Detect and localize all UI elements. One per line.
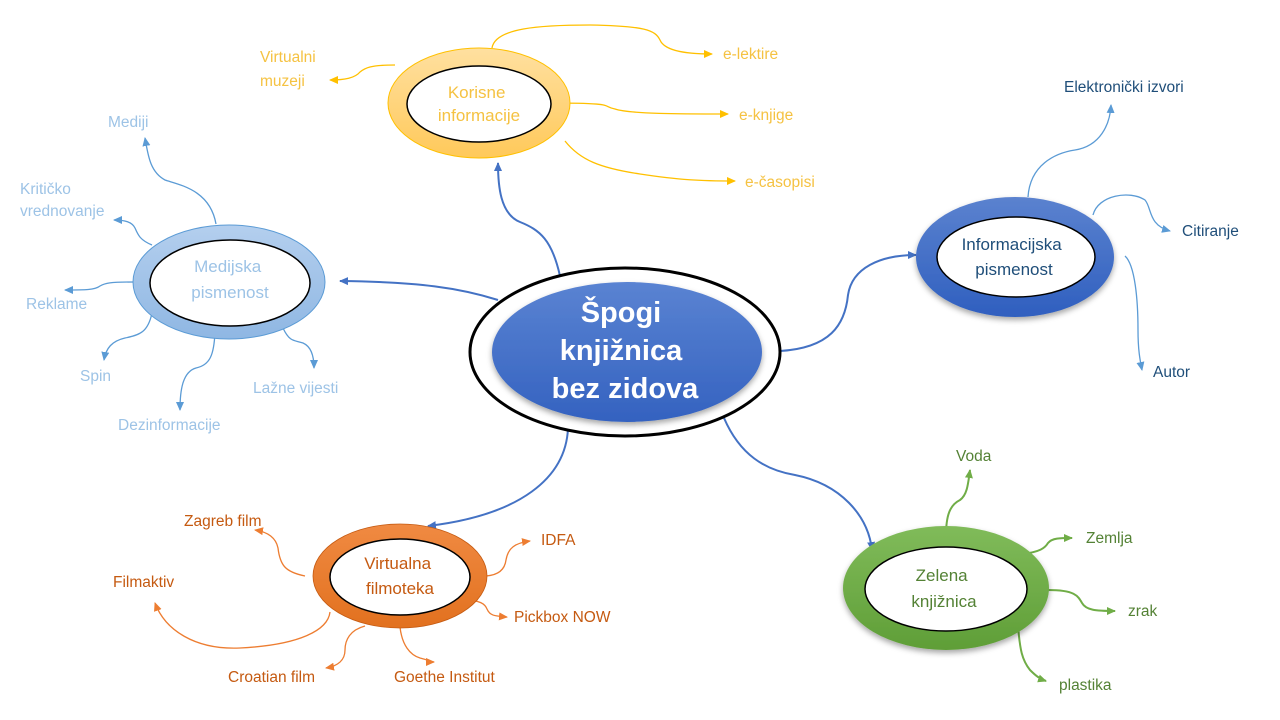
line-idfa (485, 538, 531, 577)
node-zelena-label: Zelena knjižnica (911, 566, 977, 611)
line-spin (101, 312, 153, 361)
node-medijska-line-2: pismenost (191, 283, 269, 302)
node-virtualna-filmoteka[interactable]: Virtualna filmoteka (312, 523, 488, 629)
center-title-line-2: knjižnica (560, 335, 683, 367)
node-informacijska-label: Informacijska pismenost (962, 235, 1067, 279)
leaf-mediji[interactable]: Mediji (108, 114, 148, 131)
leaf-kriticko-vrednovanje[interactable]: Kritičko vrednovanje (20, 181, 104, 220)
line-e-lektire (491, 24, 713, 58)
line-zrak (1047, 589, 1116, 615)
leaf-elektronicki-izvori[interactable]: Elektronički izvori (1064, 79, 1184, 96)
node-korisne-line-2: informacije (438, 106, 520, 125)
node-informacijska-pismenost[interactable] (916, 197, 1114, 317)
line-kriticko (113, 216, 153, 246)
zelena-leaves: Voda Zemlja zrak plastika (956, 448, 1158, 694)
leaf-spin[interactable]: Spin (80, 368, 111, 385)
line-filmaktiv (154, 602, 331, 649)
leaf-autor[interactable]: Autor (1153, 364, 1190, 381)
leaf-virtualni-muzeji-line-1: Virtualni (260, 49, 316, 66)
node-informacijska-line-1: Informacijska (962, 235, 1063, 254)
leaf-pickbox-now[interactable]: Pickbox NOW (514, 609, 611, 626)
medijska-leaves: Mediji Kritičko vrednovanje Reklame Spin… (20, 114, 338, 434)
node-informacijska-inner (936, 216, 1096, 298)
node-filmoteka-line-2: filmoteka (366, 579, 435, 598)
node-informacijska-line-2: pismenost (975, 260, 1053, 279)
line-croatian-film (325, 625, 366, 671)
connector-center-medijska (339, 277, 499, 301)
node-medijska-label: Medijska pismenost (191, 257, 269, 302)
line-e-casopisi (564, 140, 736, 185)
leaf-zemlja[interactable]: Zemlja (1086, 530, 1133, 547)
center-node[interactable]: Špogi knjižnica bez zidova (468, 266, 782, 438)
center-title-line-1: Špogi (581, 295, 662, 329)
leaf-goethe-institut[interactable]: Goethe Institut (394, 669, 496, 686)
leaf-idfa[interactable]: IDFA (541, 532, 576, 549)
leaf-citiranje[interactable]: Citiranje (1182, 223, 1239, 240)
leaf-plastika[interactable]: plastika (1059, 677, 1112, 694)
zelena-leaf-lines (945, 469, 1116, 683)
line-autor (1124, 255, 1145, 371)
leaf-virtualni-muzeji-line-2: muzeji (260, 73, 305, 90)
korisne-leaves: Virtualni muzeji e-lektire e-knjige e-ča… (260, 46, 815, 191)
line-elektronicki-izvori (1027, 104, 1115, 198)
node-medijska-inner (149, 239, 311, 327)
line-voda (945, 469, 973, 537)
informacijska-leaf-lines (1027, 104, 1171, 371)
leaf-zagreb-film[interactable]: Zagreb film (184, 513, 262, 530)
line-dezinformacije (176, 331, 216, 411)
leaf-e-lektire[interactable]: e-lektire (723, 46, 778, 63)
leaf-lazne-vijesti[interactable]: Lažne vijesti (253, 380, 338, 397)
node-filmoteka-label: Virtualna filmoteka (364, 554, 436, 598)
leaf-croatian-film[interactable]: Croatian film (228, 669, 315, 686)
line-lazne-vijesti (282, 327, 318, 369)
node-korisne-inner (406, 65, 552, 143)
leaf-e-knjige[interactable]: e-knjige (739, 107, 793, 124)
connector-center-filmoteka (427, 427, 569, 530)
line-virtualni-muzeji (329, 64, 396, 84)
line-reklame (64, 281, 135, 294)
connector-center-zelena (723, 417, 876, 551)
line-e-knjige (547, 102, 729, 118)
line-mediji (142, 137, 217, 225)
filmoteka-leaves: Zagreb film Filmaktiv Croatian film Goet… (113, 513, 611, 686)
center-inner-fill (492, 282, 762, 422)
medijska-leaf-lines (64, 137, 318, 411)
line-plastika (1017, 625, 1047, 683)
node-filmoteka-line-1: Virtualna (364, 554, 431, 573)
line-zemlja (1021, 534, 1073, 555)
node-korisne-informacije[interactable]: Korisne informacije (387, 47, 571, 159)
node-korisne-line-1: Korisne (448, 83, 506, 102)
korisne-leaf-lines (329, 24, 736, 185)
node-zelena-inner (864, 546, 1028, 632)
leaf-reklame[interactable]: Reklame (26, 296, 87, 313)
node-medijska-pismenost[interactable]: Medijska pismenost (132, 224, 326, 340)
line-citiranje (1092, 194, 1171, 233)
leaf-voda[interactable]: Voda (956, 448, 992, 465)
node-zelena-knjiznica[interactable] (843, 526, 1049, 650)
leaf-e-casopisi[interactable]: e-časopisi (745, 174, 815, 191)
informacijska-leaves: Elektronički izvori Citiranje Autor (1064, 79, 1239, 381)
center-title: Špogi knjižnica bez zidova (552, 295, 700, 405)
node-zelena-line-2: knjižnica (911, 592, 977, 611)
leaf-kriticko-line-1: Kritičko (20, 181, 71, 198)
leaf-zrak[interactable]: zrak (1128, 603, 1158, 620)
center-title-line-3: bez zidova (552, 373, 700, 405)
connector-center-korisne (494, 162, 561, 277)
node-korisne-label: Korisne informacije (438, 83, 520, 125)
leaf-virtualni-muzeji[interactable]: Virtualni muzeji (260, 49, 320, 90)
line-zagreb-film (254, 527, 306, 577)
leaf-dezinformacije[interactable]: Dezinformacije (118, 417, 221, 434)
node-medijska-line-1: Medijska (194, 257, 262, 276)
connector-center-informacijska (779, 251, 917, 352)
leaf-kriticko-line-2: vrednovanje (20, 203, 104, 220)
line-goethe-institut (399, 626, 435, 666)
node-zelena-line-1: Zelena (916, 566, 969, 585)
node-filmoteka-inner (329, 538, 471, 616)
center-connectors (339, 162, 917, 551)
leaf-filmaktiv[interactable]: Filmaktiv (113, 574, 174, 591)
